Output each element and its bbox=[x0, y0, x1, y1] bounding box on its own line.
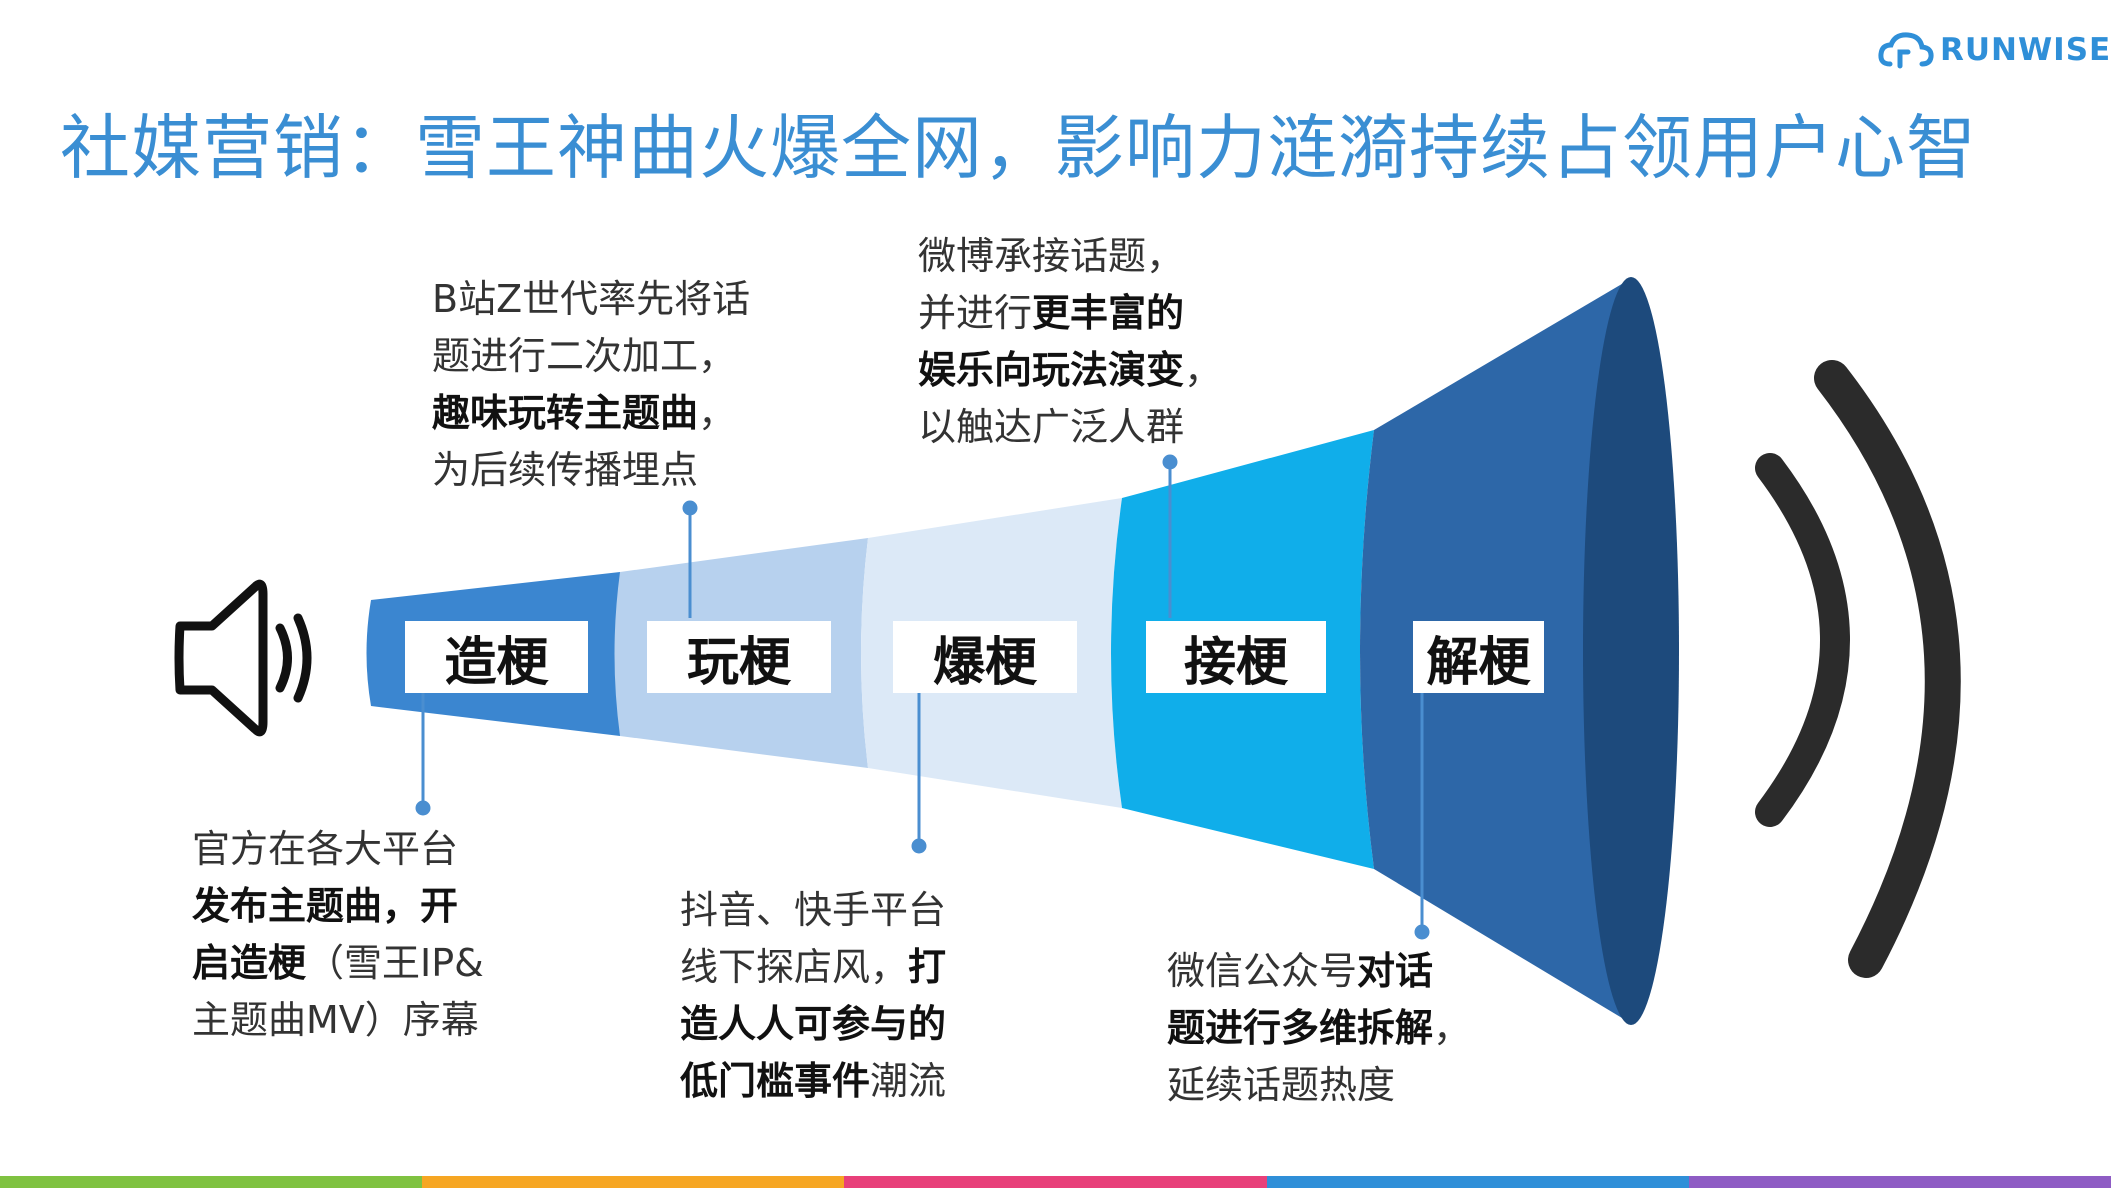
brand-logo: RUNWISE bbox=[1878, 26, 2111, 74]
desc-zaogeng: 官方在各大平台 发布主题曲，开 启造梗（雪王IP& 主题曲MV）序幕 bbox=[192, 827, 484, 1042]
connector-lines bbox=[415, 454, 1430, 940]
logo-text: RUNWISE bbox=[1940, 32, 2111, 68]
stage-label-jiegeng: 接梗 bbox=[1146, 621, 1326, 693]
bottom-bar-segment bbox=[844, 1176, 1267, 1188]
bottom-bar-segment bbox=[0, 1176, 423, 1188]
sound-wave-icon bbox=[1755, 360, 1961, 978]
desc-baogeng: 抖音、快手平台 线下探店风，打 造人人可参与的 低门槛事件潮流 bbox=[680, 888, 947, 1103]
stage-label-jiegeng2: 解梗 bbox=[1413, 621, 1544, 693]
page-title: 社媒营销：雪王神曲火爆全网，影响力涟漪持续占领用户心智 bbox=[60, 107, 1977, 189]
desc-jiegeng2: 微信公众号对话 题进行多维拆解， 延续话题热度 bbox=[1167, 949, 1472, 1107]
bottom-color-bar bbox=[0, 1176, 2111, 1188]
funnel-mouth bbox=[1583, 277, 1679, 1025]
stage-label-wangeng: 玩梗 bbox=[647, 621, 831, 693]
desc-jiegeng: 微博承接话题， 并进行更丰富的 娱乐向玩法演变， 以触达广泛人群 bbox=[918, 234, 1223, 449]
cloud-logo-icon bbox=[1878, 32, 1934, 69]
bottom-bar-segment bbox=[1688, 1176, 2111, 1188]
stage-label-zaogeng: 造梗 bbox=[405, 621, 588, 693]
desc-wangeng: B站Z世代率先将话 题进行二次加工， 趣味玩转主题曲， 为后续传播埋点 bbox=[432, 277, 751, 492]
speaker-icon bbox=[174, 579, 312, 737]
bottom-bar-segment bbox=[422, 1176, 845, 1188]
stage-label-baogeng: 爆梗 bbox=[893, 621, 1077, 693]
bottom-bar-segment bbox=[1266, 1176, 1689, 1188]
